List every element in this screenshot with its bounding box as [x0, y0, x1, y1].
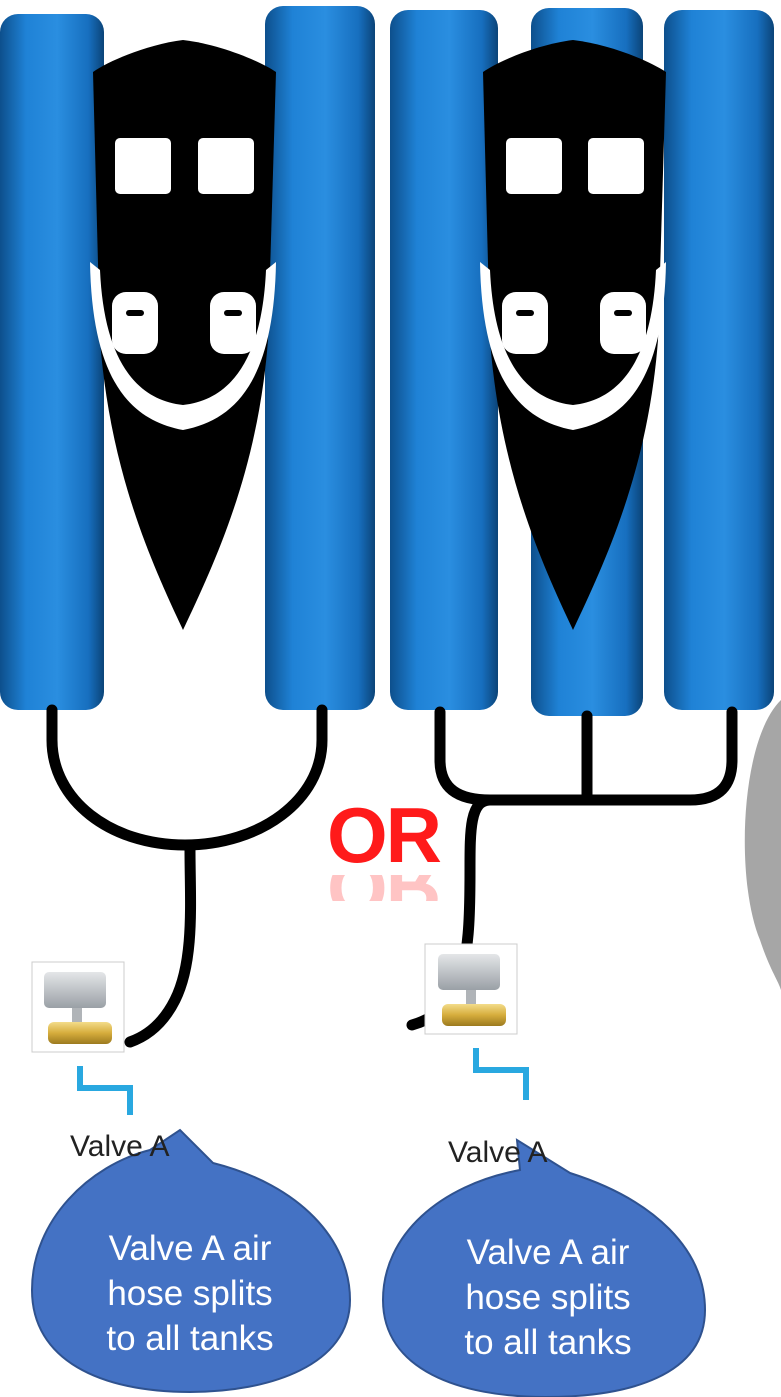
left-option-group	[0, 6, 375, 1115]
left-air-hose	[52, 710, 322, 845]
right-water-pipe	[476, 1048, 526, 1100]
left-air-hose-lead	[130, 850, 191, 1042]
left-valve-icon	[32, 962, 124, 1052]
left-tank-2	[265, 6, 375, 710]
right-callout-line-1: Valve A air	[438, 1230, 658, 1275]
left-valve-label: Valve A	[70, 1130, 170, 1164]
right-callout-line-3: to all tanks	[438, 1320, 658, 1365]
left-tank-1	[0, 14, 104, 710]
or-separator-text: OR	[327, 790, 440, 881]
gray-background-shape	[745, 700, 781, 990]
left-callout-line-2: hose splits	[80, 1271, 300, 1316]
right-callout-text: Valve A air hose splits to all tanks	[438, 1230, 658, 1365]
right-tank-1	[390, 10, 498, 710]
or-separator-reflection: OR	[327, 875, 440, 901]
right-callout-line-2: hose splits	[438, 1275, 658, 1320]
right-valve-label: Valve A	[448, 1136, 548, 1170]
left-water-pipe	[80, 1066, 130, 1115]
right-option-group	[390, 8, 774, 1100]
left-callout-line-1: Valve A air	[80, 1226, 300, 1271]
left-callout-text: Valve A air hose splits to all tanks	[80, 1226, 300, 1361]
right-valve-icon	[425, 944, 517, 1034]
right-tank-3	[664, 10, 774, 710]
left-boat-icon	[90, 40, 276, 630]
left-callout-line-3: to all tanks	[80, 1316, 300, 1361]
right-air-hose	[440, 712, 732, 800]
